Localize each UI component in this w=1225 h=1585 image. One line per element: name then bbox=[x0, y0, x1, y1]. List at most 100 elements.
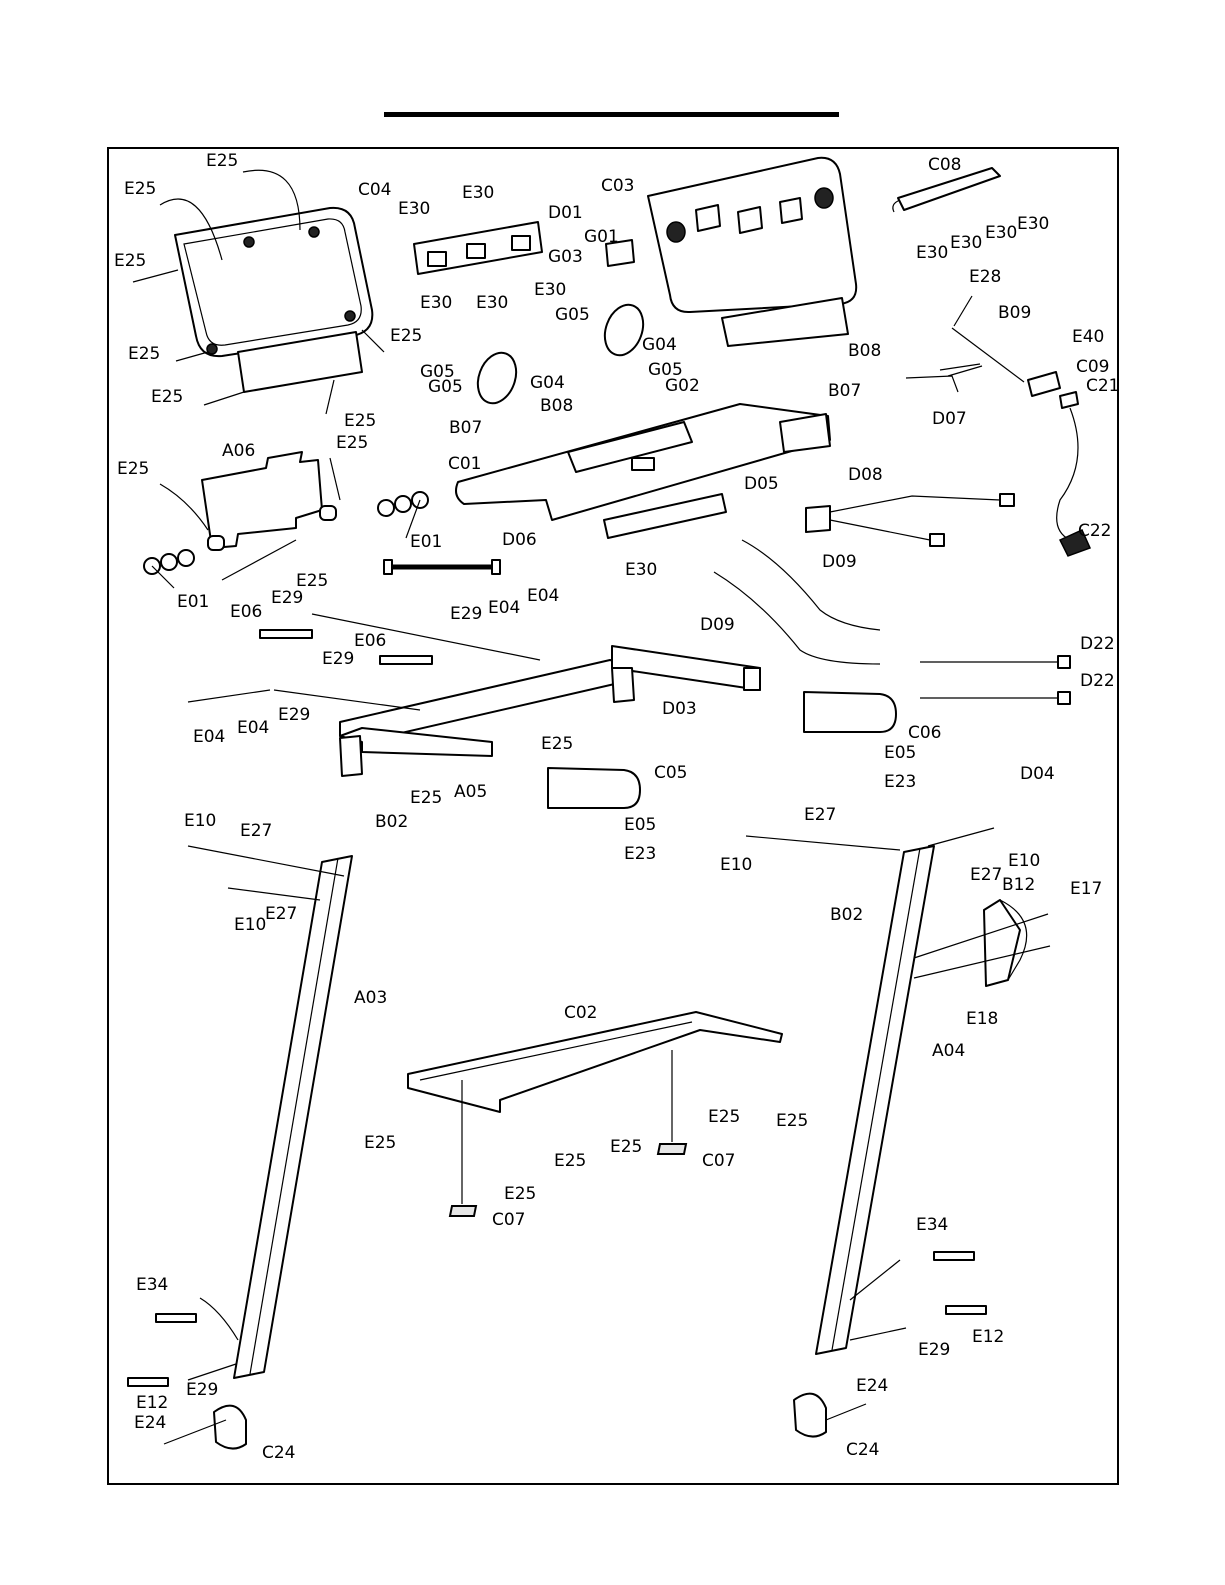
part-label-c24: C24 bbox=[262, 1443, 296, 1463]
part-label-e34: E34 bbox=[916, 1215, 948, 1235]
part-label-e06: E06 bbox=[354, 631, 386, 651]
part-label-e27: E27 bbox=[240, 821, 272, 841]
part-label-e25: E25 bbox=[390, 326, 422, 346]
part-label-e01: E01 bbox=[410, 532, 442, 552]
part-label-e30: E30 bbox=[420, 293, 452, 313]
part-g01-board bbox=[605, 239, 635, 267]
part-d08-harness bbox=[805, 493, 1015, 547]
part-label-e25: E25 bbox=[206, 151, 238, 171]
part-label-e25: E25 bbox=[296, 571, 328, 591]
part-label-e25: E25 bbox=[124, 179, 156, 199]
part-label-e29: E29 bbox=[322, 649, 354, 669]
part-label-e25: E25 bbox=[151, 387, 183, 407]
part-label-a06: A06 bbox=[222, 441, 255, 461]
part-c01-console-base bbox=[455, 403, 831, 521]
part-label-e25: E25 bbox=[117, 459, 149, 479]
part-d05-board bbox=[603, 493, 727, 539]
part-label-e30: E30 bbox=[1017, 214, 1049, 234]
part-label-e25: E25 bbox=[410, 788, 442, 808]
part-label-d03: D03 bbox=[662, 699, 697, 719]
part-label-e30: E30 bbox=[985, 223, 1017, 243]
part-label-g03: G03 bbox=[548, 247, 583, 267]
part-c09-c21-switch bbox=[1027, 371, 1079, 541]
part-label-b09: B09 bbox=[998, 303, 1031, 323]
part-label-d01: D01 bbox=[548, 203, 583, 223]
part-label-e27: E27 bbox=[970, 865, 1002, 885]
part-label-b08: B08 bbox=[540, 396, 573, 416]
part-label-g05: G05 bbox=[420, 362, 455, 382]
part-label-e29: E29 bbox=[186, 1380, 218, 1400]
part-label-b07: B07 bbox=[828, 381, 861, 401]
part-label-e18: E18 bbox=[966, 1009, 998, 1029]
part-label-c05: C05 bbox=[654, 763, 688, 783]
part-label-c04: C04 bbox=[358, 180, 392, 200]
part-a06-bracket-plate bbox=[201, 451, 337, 551]
part-a03-left-upright bbox=[233, 855, 353, 1379]
part-c24-feet bbox=[213, 1392, 827, 1450]
part-label-g01: G01 bbox=[584, 227, 619, 247]
part-d07-cable bbox=[905, 363, 981, 393]
part-label-e25: E25 bbox=[128, 344, 160, 364]
part-c04-console-cover bbox=[174, 206, 374, 393]
part-label-e25: E25 bbox=[776, 1111, 808, 1131]
part-c02-base-cover bbox=[407, 1011, 783, 1113]
part-label-e34: E34 bbox=[136, 1275, 168, 1295]
part-label-d04: D04 bbox=[1020, 764, 1055, 784]
part-label-e24: E24 bbox=[856, 1376, 888, 1396]
part-label-c08: C08 bbox=[928, 155, 962, 175]
part-label-e10: E10 bbox=[184, 811, 216, 831]
part-label-c09: C09 bbox=[1076, 357, 1110, 377]
part-label-g05: G05 bbox=[555, 305, 590, 325]
part-label-e17: E17 bbox=[1070, 879, 1102, 899]
part-label-e30: E30 bbox=[398, 199, 430, 219]
part-c08-handle bbox=[892, 167, 1001, 213]
part-label-g02: G02 bbox=[665, 376, 700, 396]
part-label-d05: D05 bbox=[744, 474, 779, 494]
part-label-e23: E23 bbox=[884, 772, 916, 792]
part-label-b08: B08 bbox=[848, 341, 881, 361]
part-label-e10: E10 bbox=[1008, 851, 1040, 871]
part-label-e30: E30 bbox=[625, 560, 657, 580]
part-g04-speaker bbox=[476, 303, 645, 405]
part-label-e05: E05 bbox=[624, 815, 656, 835]
part-label-e29: E29 bbox=[918, 1340, 950, 1360]
part-label-e04: E04 bbox=[488, 598, 520, 618]
part-a05-upper-frame bbox=[339, 645, 761, 777]
part-label-e30: E30 bbox=[476, 293, 508, 313]
part-label-e25: E25 bbox=[541, 734, 573, 754]
part-label-e27: E27 bbox=[265, 904, 297, 924]
part-label-g05: G05 bbox=[648, 360, 683, 380]
part-label-e06: E06 bbox=[230, 602, 262, 622]
part-label-d22: D22 bbox=[1080, 671, 1115, 691]
part-label-e05: E05 bbox=[884, 743, 916, 763]
part-label-c07: C07 bbox=[492, 1210, 526, 1230]
part-d01-bracket bbox=[413, 221, 543, 275]
part-label-b02: B02 bbox=[375, 812, 408, 832]
part-label-a03: A03 bbox=[354, 988, 387, 1008]
part-label-c22: C22 bbox=[1078, 521, 1112, 541]
part-c06-endcap bbox=[803, 691, 897, 733]
part-label-e10: E10 bbox=[720, 855, 752, 875]
part-label-c01: C01 bbox=[448, 454, 482, 474]
part-label-b02: B02 bbox=[830, 905, 863, 925]
part-label-c21: C21 bbox=[1086, 376, 1120, 396]
leader-lines bbox=[132, 169, 1051, 1445]
part-d09-cables bbox=[713, 539, 881, 665]
part-c03-console-panel bbox=[647, 156, 858, 347]
part-label-e24: E24 bbox=[134, 1413, 166, 1433]
part-label-e25: E25 bbox=[364, 1133, 396, 1153]
part-c05-endcap bbox=[547, 767, 641, 809]
part-label-e25: E25 bbox=[336, 433, 368, 453]
part-label-e30: E30 bbox=[916, 243, 948, 263]
part-label-e25: E25 bbox=[114, 251, 146, 271]
part-label-e04: E04 bbox=[527, 586, 559, 606]
part-label-e04: E04 bbox=[193, 727, 225, 747]
part-label-d09: D09 bbox=[822, 552, 857, 572]
part-label-e25: E25 bbox=[504, 1184, 536, 1204]
part-label-g05: G05 bbox=[428, 377, 463, 397]
part-label-d08: D08 bbox=[848, 465, 883, 485]
part-label-d06: D06 bbox=[502, 530, 537, 550]
part-label-e25: E25 bbox=[610, 1137, 642, 1157]
